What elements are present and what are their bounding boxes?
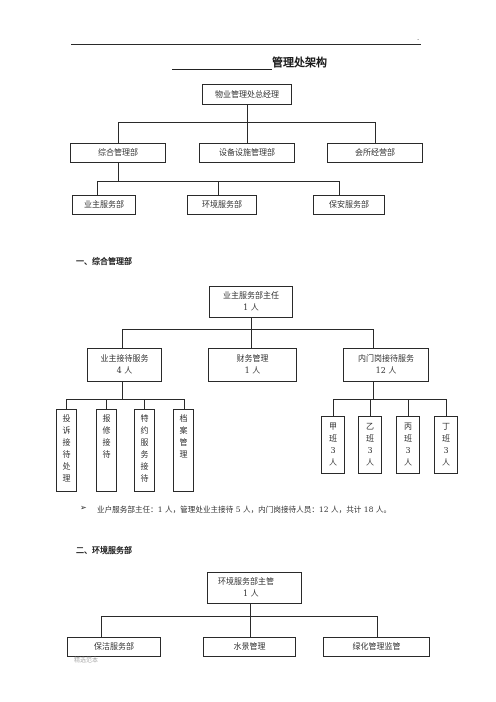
chart1-dept-box: 设备设施管理部 [199, 143, 295, 163]
connector [101, 616, 102, 637]
connector [446, 399, 447, 416]
connector [375, 122, 376, 143]
connector [373, 382, 374, 399]
connector [370, 399, 371, 416]
connector [118, 163, 119, 181]
connector [373, 329, 374, 348]
connector [184, 399, 185, 409]
connector [122, 382, 123, 399]
connector [333, 399, 446, 400]
chart1-dept-box: 综合管理部 [70, 143, 166, 163]
connector [333, 399, 334, 416]
footer-fragment: 精选范本 [74, 657, 99, 664]
connector [66, 399, 67, 409]
connector [122, 329, 123, 348]
connector [251, 329, 252, 348]
section1-heading: 一、综合管理部 [76, 257, 132, 266]
section2-child-box: 水景管理 [203, 637, 296, 657]
connector [144, 399, 145, 409]
connector [66, 399, 184, 400]
chart1-sub-box: 业主服务部 [72, 195, 136, 215]
connector [247, 105, 248, 122]
connector [97, 181, 98, 195]
connector [247, 122, 248, 143]
corner-mark: . [417, 34, 420, 42]
connector [339, 181, 340, 195]
staff-note: 业户服务部主任：1 人，管理处业主接待 5 人，内门岗接待人员：12 人，共计 … [97, 505, 392, 514]
bullet-arrow-icon: ➢ [80, 503, 87, 512]
connector [101, 616, 377, 617]
chart1-top-box: 物业管理处总经理 [202, 84, 292, 105]
connector [408, 399, 409, 416]
connector [118, 122, 375, 123]
section2-child-box: 绿化管理监管 [323, 637, 430, 657]
connector [250, 604, 251, 616]
page-title: 管理处架构 [172, 54, 327, 70]
connector [118, 122, 119, 143]
section2-top-box: 环境服务部主管 1 人 [207, 572, 302, 604]
left-child-box: 档案管理 [173, 409, 194, 492]
connector [106, 399, 107, 409]
connector [377, 616, 378, 637]
section2-child-box: 保洁服务部 [67, 637, 161, 657]
connector [122, 329, 373, 330]
chart1-dept-box: 会所经营部 [327, 143, 423, 163]
left-child-box: 特约服务接待 [134, 409, 155, 492]
chart1-sub-box: 保安服务部 [313, 195, 385, 215]
header-rule [71, 44, 421, 45]
left-child-box: 报修接待 [96, 409, 117, 492]
chart1-sub-box: 环境服务部 [187, 195, 257, 215]
connector [218, 181, 219, 195]
left-child-box: 投诉接待处理 [56, 409, 77, 492]
connector [250, 616, 251, 637]
section1-top-box: 业主服务部主任 1 人 [209, 286, 293, 318]
connector [251, 318, 252, 329]
section2-heading: 二、环境服务部 [76, 546, 132, 555]
